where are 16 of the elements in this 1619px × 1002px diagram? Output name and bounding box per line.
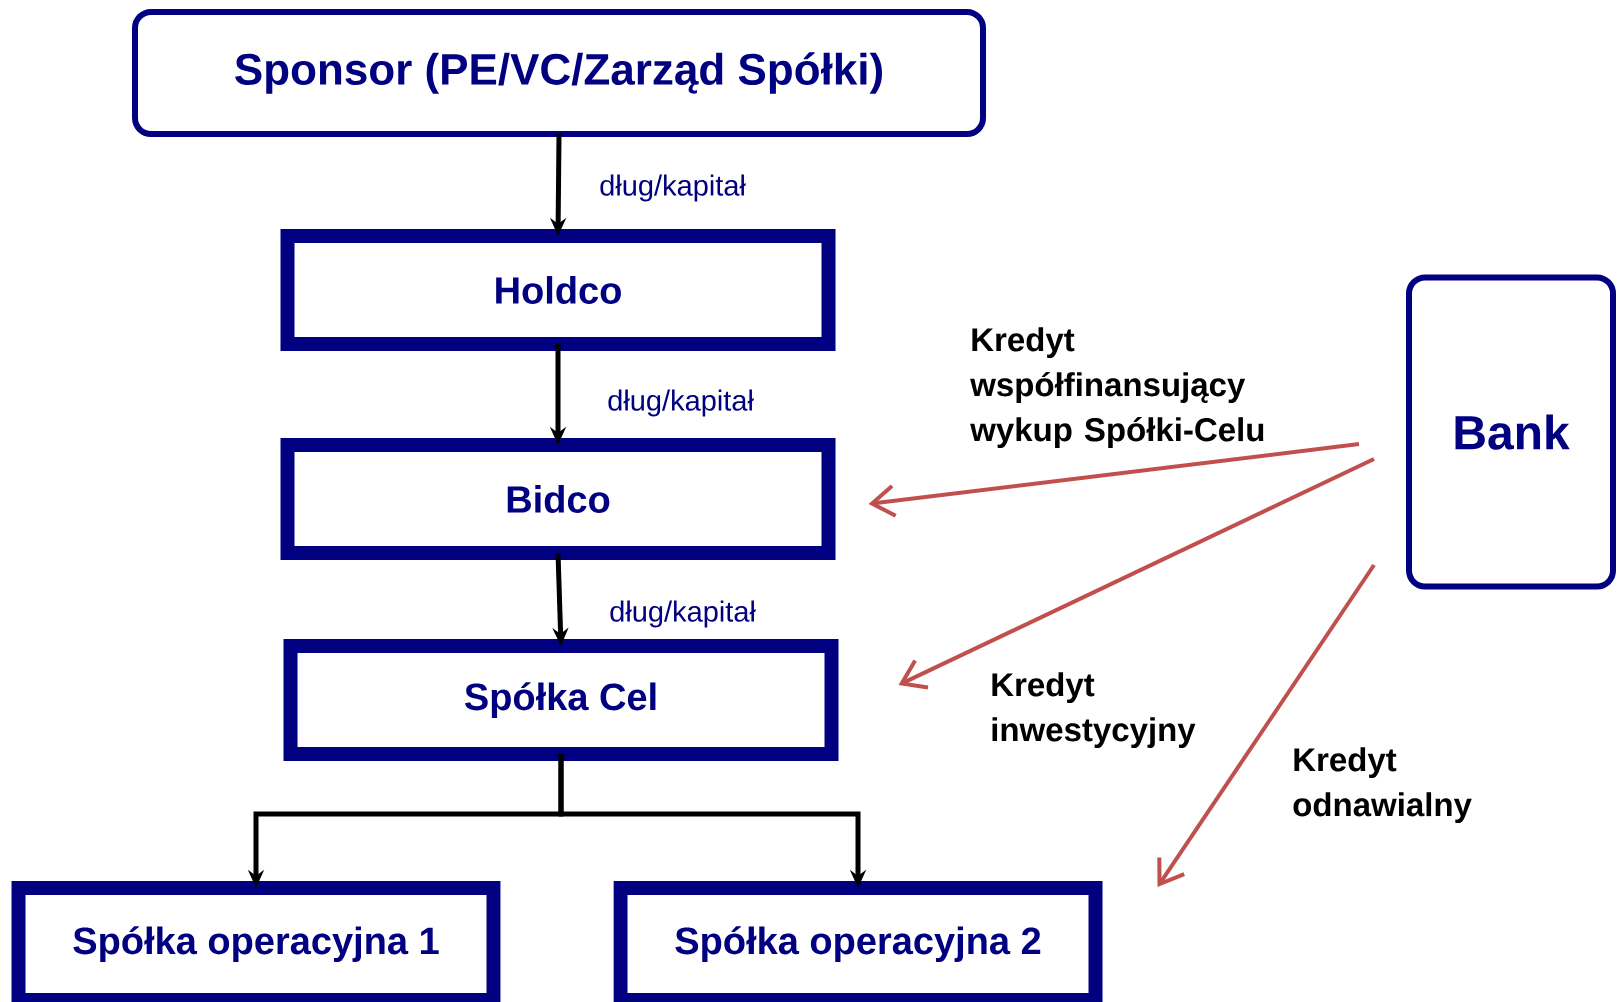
edge-label: dług/kapitał [610, 600, 756, 628]
edge-label: dług/kapitał [600, 174, 746, 202]
arrow [868, 442, 1360, 518]
process-box: Spółka operacyjna 2 [613, 881, 1103, 1002]
process-box: Spółka Cel [283, 639, 839, 761]
edge-label: Kredyt inwestycyjny [992, 672, 1196, 748]
process-box: Holdco [280, 229, 836, 351]
sponsor-box: Sponsor (PE/VC/Zarząd Spółki) [132, 9, 986, 137]
edge-label: Kredyt współfinansujący wykup Spółki-Celu [970, 327, 1264, 448]
arrow [898, 457, 1375, 690]
arrow [1157, 563, 1376, 887]
bank-box: Bank [1406, 274, 1616, 590]
process-box: Spółka operacyjna 1 [11, 881, 501, 1002]
edge-label: Kredyt odnawialny [1293, 747, 1472, 823]
process-box: Bidco [280, 438, 836, 560]
edge-label: dług/kapitał [608, 389, 754, 417]
